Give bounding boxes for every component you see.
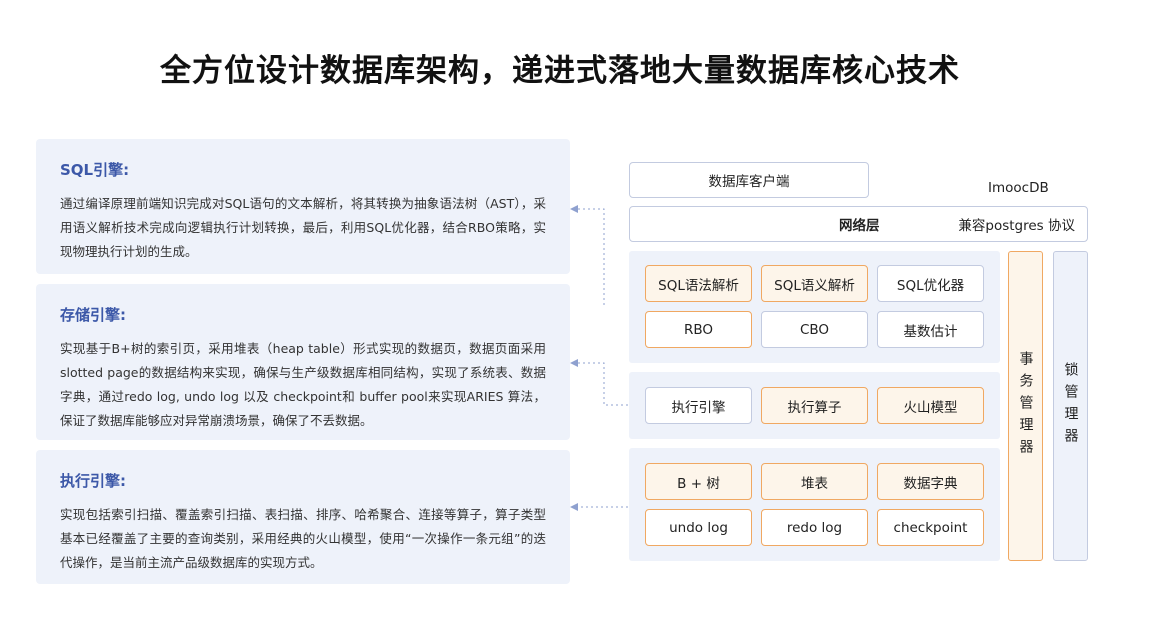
storage-engine-description: 实现基于B+树的索引页，采用堆表（heap table）形式实现的数据页，数据页…	[60, 341, 546, 428]
connector-sql	[578, 208, 605, 305]
cbo-box: CBO	[761, 311, 868, 348]
sql-optimizer-box: SQL优化器	[877, 265, 984, 302]
sql-semantic-parse-box: SQL语义解析	[761, 265, 868, 302]
db-client-box: 数据库客户端	[629, 162, 869, 198]
transaction-manager-label: 事务管理器	[1017, 351, 1034, 461]
sql-syntax-parse-box: SQL语法解析	[645, 265, 752, 302]
heap-table-box: 堆表	[761, 463, 868, 500]
page-title: 全方位设计数据库架构，递进式落地大量数据库核心技术	[160, 53, 960, 89]
network-layer-box: 网络层 兼容postgres 协议	[629, 206, 1088, 242]
exec-engine-description: 实现包括索引扫描、覆盖索引扫描、表扫描、排序、哈希聚合、连接等算子，算子类型基本…	[60, 507, 546, 570]
data-dictionary-box: 数据字典	[877, 463, 984, 500]
exec-engine-heading: 执行引擎:	[60, 472, 126, 490]
arrow-storage	[570, 359, 578, 367]
arrow-exec	[570, 503, 578, 511]
lock-manager-label: 锁管理器	[1062, 362, 1079, 450]
protocol-label: 兼容postgres 协议	[958, 218, 1075, 234]
exec-engine-box: 执行引擎	[645, 387, 752, 424]
rbo-box: RBO	[645, 311, 752, 348]
bplus-tree-box: B + 树	[645, 463, 752, 500]
product-name-label: ImoocDB	[988, 180, 1049, 196]
undo-log-box: undo log	[645, 509, 752, 546]
lock-manager-box: 锁管理器	[1053, 251, 1088, 561]
storage-engine-panel: 存储引擎: 实现基于B+树的索引页，采用堆表（heap table）形式实现的数…	[36, 284, 570, 440]
sql-engine-description: 通过编译原理前端知识完成对SQL语句的文本解析，将其转换为抽象语法树（AST），…	[60, 196, 546, 259]
arrow-sql	[570, 205, 578, 213]
storage-engine-heading: 存储引擎:	[60, 306, 126, 324]
checkpoint-box: checkpoint	[877, 509, 984, 546]
exec-operator-box: 执行算子	[761, 387, 868, 424]
cardinality-estimation-box: 基数估计	[877, 311, 984, 348]
exec-engine-panel: 执行引擎: 实现包括索引扫描、覆盖索引扫描、表扫描、排序、哈希聚合、连接等算子，…	[36, 450, 570, 584]
sql-engine-panel: SQL引擎: 通过编译原理前端知识完成对SQL语句的文本解析，将其转换为抽象语法…	[36, 139, 570, 274]
connector-storage	[578, 362, 628, 406]
redo-log-box: redo log	[761, 509, 868, 546]
transaction-manager-box: 事务管理器	[1008, 251, 1043, 561]
volcano-model-box: 火山模型	[877, 387, 984, 424]
network-layer-label: 网络层	[839, 218, 880, 234]
sql-engine-heading: SQL引擎:	[60, 161, 130, 179]
